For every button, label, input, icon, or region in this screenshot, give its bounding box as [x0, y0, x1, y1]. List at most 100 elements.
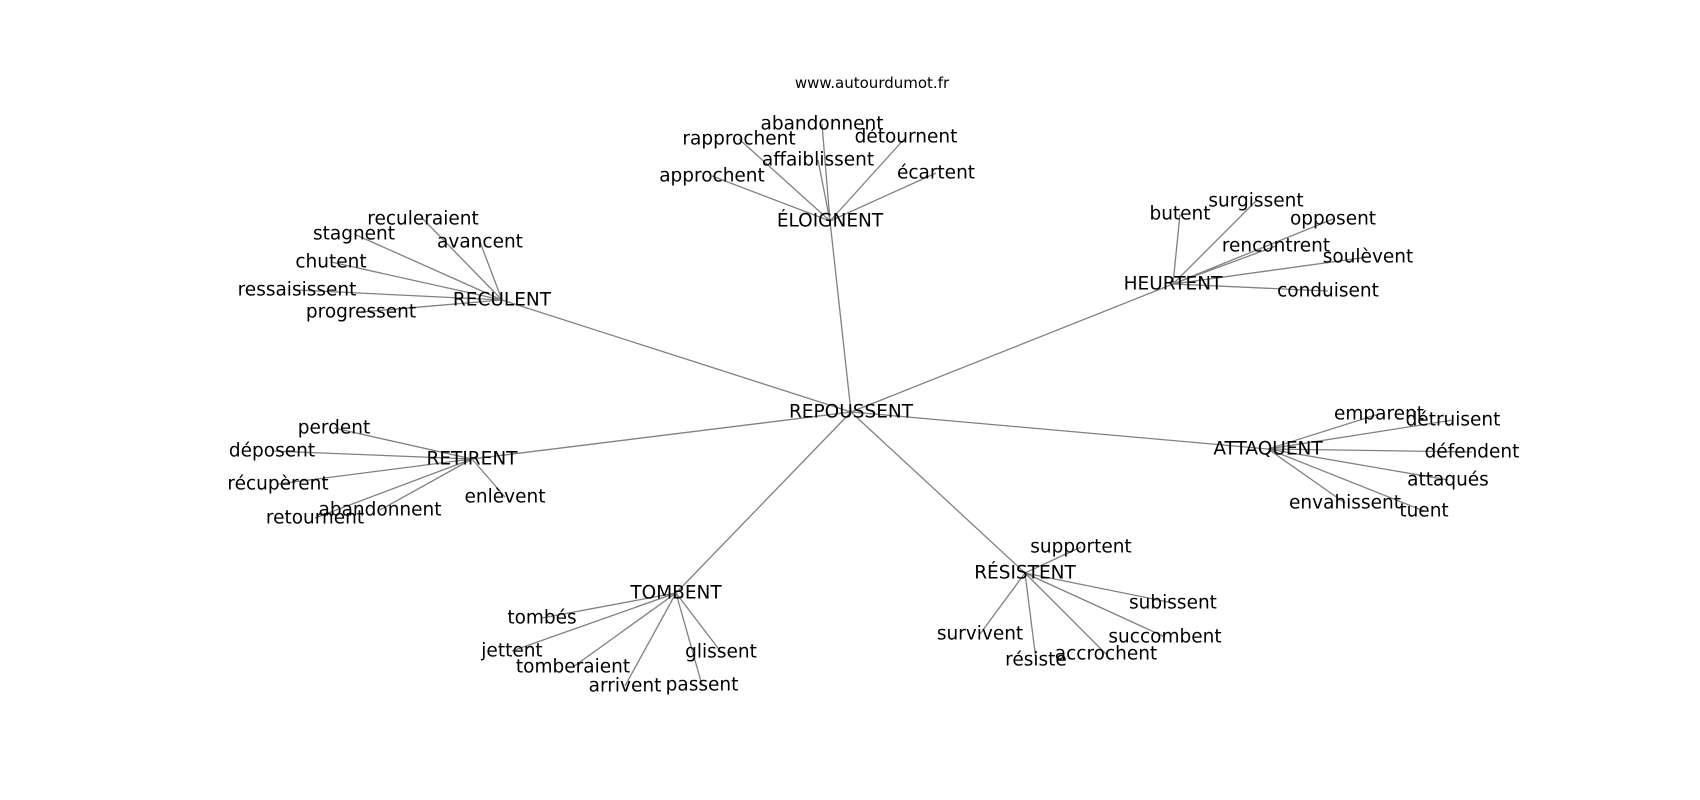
- edge-center-resistent: [850, 411, 1026, 574]
- leaf-word-resistent[interactable]: résiste: [1005, 650, 1067, 671]
- edge-retirent-leaf: [271, 450, 473, 460]
- edge-heurtent-leaf: [1172, 200, 1257, 285]
- edge-attaquent-leaf: [1267, 413, 1380, 450]
- leaf-word-tombent[interactable]: glissent: [685, 642, 757, 663]
- edge-resistent-leaf: [1024, 572, 1037, 661]
- edge-attaquent-leaf: [1267, 448, 1346, 504]
- edge-resistent-leaf: [1024, 572, 1174, 604]
- edge-tombent-leaf: [511, 592, 677, 652]
- edge-reculent-leaf: [296, 289, 503, 301]
- leaf-word-resistent[interactable]: accrochent: [1055, 644, 1157, 665]
- edge-heurtent-leaf: [1172, 245, 1277, 285]
- edge-tombent-leaf: [675, 592, 703, 686]
- leaf-word-resistent[interactable]: subissent: [1129, 593, 1217, 614]
- leaf-word-eloignent[interactable]: rapprochent: [682, 129, 795, 150]
- leaf-word-tombent[interactable]: jettent: [480, 641, 542, 662]
- cluster-node-retirent[interactable]: RETIRENT: [427, 449, 519, 470]
- edge-center-tombent: [675, 411, 852, 594]
- leaf-word-eloignent[interactable]: abandonnent: [760, 114, 883, 135]
- edge-resistent-leaf: [979, 572, 1026, 635]
- edge-reculent-leaf: [330, 261, 503, 301]
- cluster-node-resistent[interactable]: RÉSISTENT: [974, 562, 1076, 584]
- leaf-word-attaquent[interactable]: tuent: [1399, 501, 1448, 522]
- edge-reculent-leaf: [479, 241, 503, 301]
- edge-reculent-leaf: [353, 233, 503, 301]
- leaf-word-reculent[interactable]: stagnent: [313, 224, 395, 245]
- leaf-word-tombent[interactable]: passent: [666, 675, 739, 696]
- cluster-node-attaquent[interactable]: ATTAQUENT: [1213, 439, 1323, 460]
- edge-eloignent-leaf: [829, 172, 937, 222]
- cluster-node-tombent[interactable]: TOMBENT: [629, 583, 722, 604]
- edge-heurtent-leaf: [1172, 218, 1334, 285]
- edge-reculent-leaf: [422, 218, 503, 301]
- edge-tombent-leaf: [624, 592, 677, 687]
- edge-eloignent-leaf: [711, 175, 831, 222]
- center-node[interactable]: REPOUSSENT: [789, 402, 914, 423]
- leaf-word-reculent[interactable]: progressent: [306, 302, 416, 323]
- edge-center-reculent: [501, 299, 852, 413]
- edge-heurtent-leaf: [1172, 283, 1329, 292]
- leaf-word-eloignent[interactable]: affaiblissent: [762, 150, 874, 171]
- leaf-word-attaquent[interactable]: défendent: [1425, 442, 1520, 463]
- leaf-word-eloignent[interactable]: détournent: [855, 127, 958, 148]
- edge-eloignent-leaf: [817, 159, 831, 222]
- edge-eloignent-leaf: [738, 138, 831, 222]
- leaf-word-retirent[interactable]: récupèrent: [227, 474, 328, 495]
- edge-retirent-leaf: [471, 458, 506, 498]
- edge-reculent-leaf: [360, 299, 503, 313]
- leaf-word-heurtent[interactable]: soulèvent: [1323, 247, 1414, 268]
- edge-resistent-leaf: [1024, 572, 1107, 655]
- leaf-word-attaquent[interactable]: envahissent: [1289, 493, 1401, 514]
- leaf-word-retirent[interactable]: déposent: [229, 441, 315, 462]
- edge-retirent-leaf: [314, 458, 473, 519]
- leaf-word-tombent[interactable]: arrivent: [589, 676, 662, 697]
- leaf-word-retirent[interactable]: enlèvent: [465, 487, 546, 508]
- edge-attaquent-leaf: [1267, 448, 1425, 512]
- leaf-word-heurtent[interactable]: opposent: [1290, 209, 1376, 230]
- watermark: www.autourdumot.fr: [795, 74, 950, 92]
- leaf-word-heurtent[interactable]: surgissent: [1208, 191, 1303, 212]
- leaf-word-attaquent[interactable]: détruisent: [1406, 410, 1501, 431]
- edge-eloignent-leaf: [829, 136, 907, 222]
- edge-heurtent-leaf: [1172, 256, 1369, 285]
- leaf-word-retirent[interactable]: perdent: [298, 418, 371, 439]
- leaf-word-attaquent[interactable]: emparent: [1334, 404, 1424, 425]
- leaf-word-eloignent[interactable]: écartent: [897, 163, 975, 184]
- leaf-word-retirent[interactable]: abandonnent: [318, 500, 441, 521]
- edge-resistent-leaf: [1024, 572, 1166, 638]
- leaf-word-eloignent[interactable]: approchent: [659, 166, 765, 187]
- leaf-word-reculent[interactable]: chutent: [295, 252, 366, 273]
- edge-retirent-leaf: [333, 427, 473, 460]
- edge-center-eloignent: [829, 220, 852, 413]
- edge-tombent-leaf: [572, 592, 677, 668]
- edge-center-attaquent: [850, 411, 1269, 450]
- cluster-node-eloignent[interactable]: ÉLOIGNENT: [777, 210, 884, 232]
- leaf-word-heurtent[interactable]: conduisent: [1277, 281, 1379, 302]
- leaf-word-reculent[interactable]: ressaisissent: [238, 280, 357, 301]
- edge-eloignent-leaf: [821, 123, 831, 222]
- leaf-word-retirent[interactable]: retournent: [266, 508, 364, 529]
- edge-attaquent-leaf: [1267, 448, 1449, 481]
- edge-retirent-leaf: [379, 458, 473, 511]
- edge-center-heurtent: [850, 283, 1174, 413]
- edge-retirent-leaf: [277, 458, 473, 485]
- leaf-word-resistent[interactable]: supportent: [1030, 537, 1131, 558]
- leaf-word-tombent[interactable]: tomberaient: [516, 657, 630, 678]
- cluster-node-heurtent[interactable]: HEURTENT: [1124, 274, 1223, 295]
- leaf-word-tombent[interactable]: tombés: [507, 608, 576, 629]
- edge-center-retirent: [471, 411, 852, 460]
- cluster-node-reculent[interactable]: RECULENT: [453, 290, 552, 311]
- leaf-word-resistent[interactable]: succombent: [1108, 627, 1221, 648]
- edge-heurtent-leaf: [1172, 213, 1181, 285]
- edge-attaquent-leaf: [1267, 419, 1454, 450]
- leaf-word-attaquent[interactable]: attaqués: [1407, 470, 1489, 491]
- leaf-word-heurtent[interactable]: butent: [1149, 204, 1210, 225]
- leaf-word-heurtent[interactable]: rencontrent: [1222, 236, 1330, 257]
- edge-tombent-leaf: [541, 592, 677, 619]
- leaf-word-resistent[interactable]: survivent: [937, 624, 1023, 645]
- leaf-word-reculent[interactable]: avancent: [437, 232, 523, 253]
- leaf-word-reculent[interactable]: reculeraient: [367, 209, 478, 230]
- edge-attaquent-leaf: [1267, 448, 1473, 453]
